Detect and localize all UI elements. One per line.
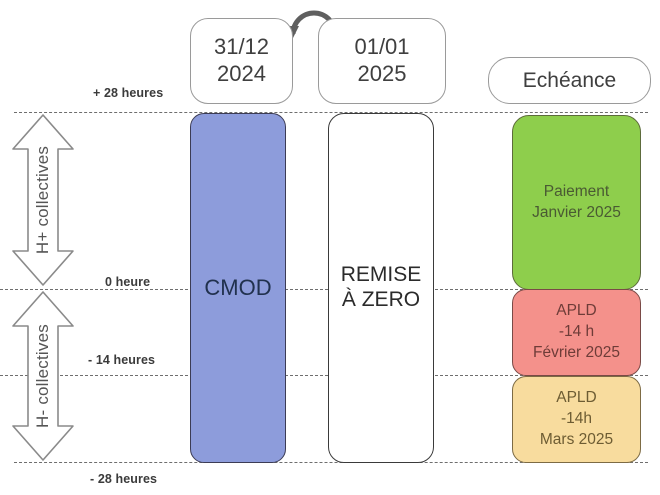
header-date-31-12-2024[interactable]: 31/12 2024 — [190, 18, 293, 104]
arrow-hminus-label: H- collectives — [33, 324, 53, 428]
axis-label-minus-28: - 28 heures — [90, 472, 158, 486]
block-paiement-janvier[interactable]: Paiement Janvier 2025 — [512, 115, 641, 290]
block-paiement-janvier-text: Paiement Janvier 2025 — [532, 182, 621, 224]
axis-label-zero: 0 heure — [105, 275, 151, 289]
gridline-minus-28 — [14, 462, 648, 463]
header-date-line2: 2024 — [217, 61, 266, 86]
bar-remise-a-zero-text: REMISE À ZERO — [341, 263, 422, 313]
block-apld-mars-text: APLD -14h Mars 2025 — [540, 388, 613, 451]
header-date-line1: 31/12 — [213, 34, 270, 60]
block-apld-fevrier-line3: Février 2025 — [532, 343, 620, 361]
bar-remise-line2: À ZERO — [341, 288, 421, 311]
axis-label-plus-28: + 28 heures — [93, 86, 164, 100]
block-apld-mars-line1: APLD — [556, 389, 597, 407]
header-date2-line1: 01/01 — [354, 34, 410, 60]
double-arrow-vertical-icon-hplus: H+ collectives — [10, 113, 76, 287]
bar-cmod-label: CMOD — [204, 275, 272, 300]
gridline-minus-14 — [0, 375, 648, 376]
block-apld-mars-line3: Mars 2025 — [539, 430, 614, 448]
arrow-hplus-label: H+ collectives — [33, 145, 52, 255]
block-apld-fevrier[interactable]: APLD -14 h Février 2025 — [512, 289, 641, 376]
header-echeance[interactable]: Echéance — [488, 57, 651, 104]
double-arrow-vertical-icon-hminus: H- collectives — [10, 290, 76, 462]
header-date-01-01-2025-text: 01/01 2025 — [354, 34, 409, 88]
block-apld-fevrier-line1: APLD — [556, 302, 597, 320]
block-apld-mars-line2: -14h — [560, 410, 592, 428]
header-date-01-01-2025[interactable]: 01/01 2025 — [318, 18, 446, 104]
arrow-hminus-label-wrap: H- collectives — [10, 290, 76, 462]
block-apld-fevrier-text: APLD -14 h Février 2025 — [533, 301, 620, 364]
gridline-plus-28 — [14, 112, 648, 113]
header-date-31-12-2024-text: 31/12 2024 — [214, 34, 269, 88]
header-echeance-label: Echéance — [522, 68, 617, 92]
gridline-zero — [0, 289, 648, 290]
axis-label-minus-14: - 14 heures — [88, 353, 156, 367]
header-date2-line2: 2025 — [357, 61, 407, 86]
block-paiement-line1: Paiement — [543, 182, 610, 200]
block-apld-mars[interactable]: APLD -14h Mars 2025 — [512, 376, 641, 463]
bar-remise-line1: REMISE — [340, 263, 422, 287]
bar-remise-a-zero[interactable]: REMISE À ZERO — [328, 113, 434, 463]
arrow-hplus-label-wrap: H+ collectives — [10, 113, 76, 287]
block-paiement-line2: Janvier 2025 — [532, 203, 621, 221]
bar-cmod[interactable]: CMOD — [190, 113, 286, 463]
block-apld-fevrier-line2: -14 h — [558, 323, 595, 341]
